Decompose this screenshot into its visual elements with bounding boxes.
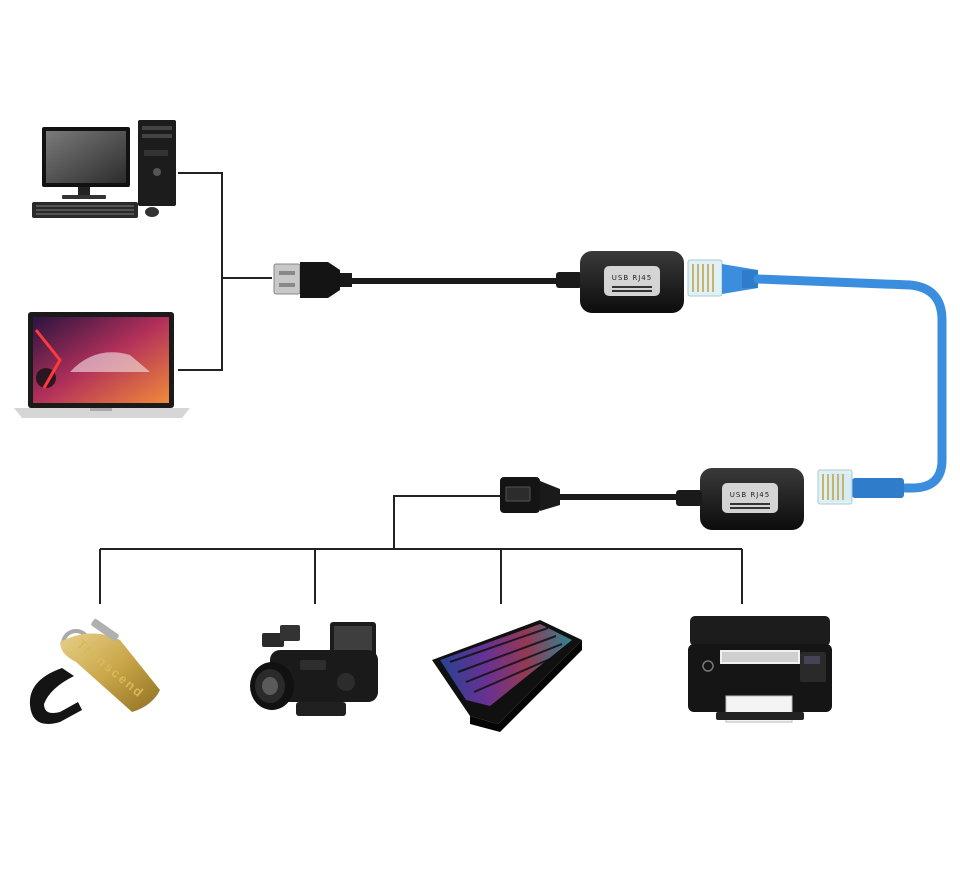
receiver-adapter-label: USB RJ45	[730, 491, 770, 499]
desktop-computer-icon	[32, 120, 176, 218]
device-connector-lines	[99, 495, 743, 604]
laptop-icon	[14, 312, 190, 418]
ethernet-cable	[753, 274, 947, 493]
keyboard-icon	[432, 620, 582, 732]
sender-adapter-label: USB RJ45	[612, 274, 652, 282]
video-camera-icon	[250, 622, 378, 716]
rj45-connector-icon	[817, 469, 904, 505]
rj45-connector-icon	[687, 259, 758, 297]
usb-male-plug-icon	[273, 262, 352, 298]
printer-icon	[688, 616, 832, 723]
usb-rj45-adapter-icon: USB RJ45	[676, 468, 804, 530]
usb-rj45-adapter-icon: USB RJ45	[556, 251, 684, 313]
host-connector-lines	[178, 172, 272, 371]
usb-female-socket-icon	[500, 477, 560, 513]
usb-flash-drive-icon: Transcend	[29, 618, 160, 724]
